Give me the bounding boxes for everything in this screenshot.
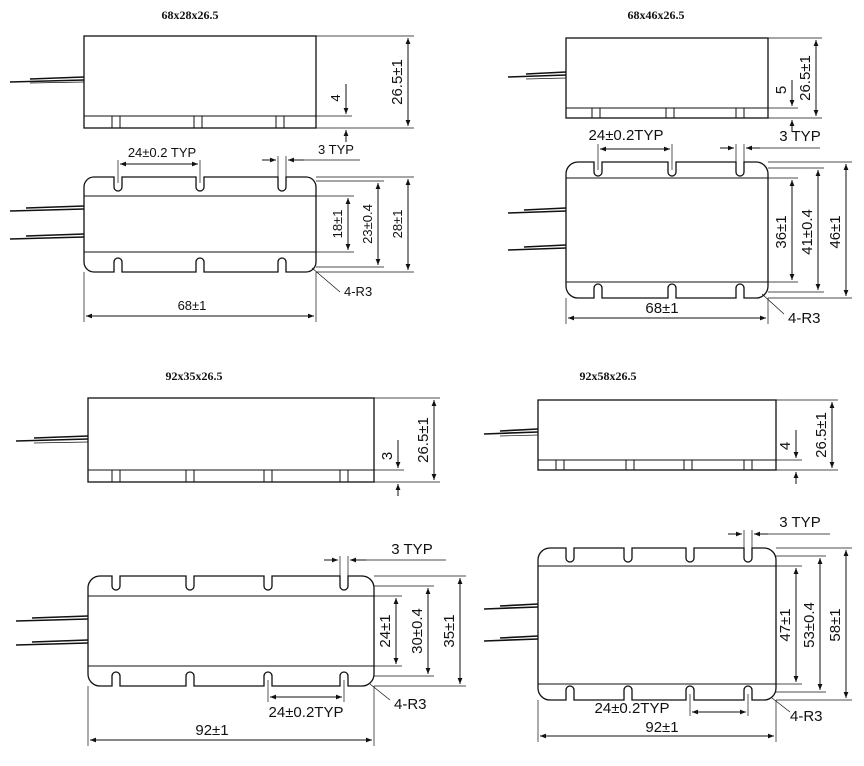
side-view-92x35: 26.5±1 3 bbox=[15, 397, 440, 496]
top-view-68x46: 24±0.2TYP 3 TYP 36±1 41±0.4 46±1 4-R3 bbox=[507, 127, 852, 327]
module-92x35: 92x35x26.5 26.5±1 3 bbox=[15, 369, 466, 746]
top-view-92x58: 3 TYP 47±1 53±0.4 58±1 24±0.2TYP 4-R3 92… bbox=[483, 514, 852, 742]
dim-slot: 3 TYP bbox=[779, 128, 820, 145]
module-body-top bbox=[87, 575, 375, 687]
dim-inner-1: 36±1 bbox=[773, 215, 790, 248]
module-body-side bbox=[87, 397, 375, 483]
wire-leads bbox=[507, 207, 567, 251]
dim-pitch: 24±0.2 TYP bbox=[128, 145, 196, 160]
wire-leads bbox=[483, 603, 539, 642]
dim-inner-1: 18±1 bbox=[330, 210, 345, 239]
top-view-92x35: 3 TYP 24±1 30±0.4 35±1 4-R3 24±0.2TYP 92… bbox=[15, 541, 466, 746]
dim-height: 26.5±1 bbox=[797, 55, 814, 101]
dim-foot: 3 bbox=[379, 452, 396, 460]
dim-inner-2: 53±0.4 bbox=[801, 602, 818, 648]
dim-foot: 5 bbox=[773, 86, 790, 94]
module-68x28: 68x28x26.5 26.5±1 4 bbox=[9, 8, 414, 322]
dim-slot: 3 TYP bbox=[318, 142, 354, 157]
module-body-top bbox=[537, 547, 777, 701]
wire-leads bbox=[15, 615, 89, 646]
wire-leads bbox=[15, 435, 89, 444]
dim-slot: 3 TYP bbox=[779, 514, 820, 531]
dim-radius: 4-R3 bbox=[394, 696, 427, 713]
dim-width: 58±1 bbox=[827, 608, 844, 641]
side-view-92x58: 26.5±1 4 bbox=[483, 399, 838, 484]
dim-radius: 4-R3 bbox=[344, 284, 372, 299]
top-view-68x28: 24±0.2 TYP 3 TYP 18±1 23±0.4 28±1 bbox=[9, 142, 414, 322]
module-body-side bbox=[565, 37, 769, 119]
module-body-top bbox=[565, 161, 769, 299]
dim-inner-2: 41±0.4 bbox=[799, 209, 816, 255]
dim-pitch: 24±0.2TYP bbox=[269, 704, 344, 721]
dim-length: 68±1 bbox=[645, 300, 678, 317]
module-body-top bbox=[83, 176, 317, 273]
dim-foot: 4 bbox=[328, 94, 343, 101]
title-92x35: 92x35x26.5 bbox=[166, 369, 223, 383]
dim-foot: 4 bbox=[777, 442, 794, 450]
wire-leads bbox=[9, 205, 85, 240]
dim-length: 92±1 bbox=[195, 722, 228, 739]
dim-width: 35±1 bbox=[441, 614, 458, 647]
dim-inner-2: 23±0.4 bbox=[360, 204, 375, 244]
module-body-side bbox=[83, 35, 317, 129]
dim-height: 26.5±1 bbox=[389, 59, 406, 105]
module-92x58: 92x58x26.5 26.5±1 4 bbox=[483, 369, 852, 742]
title-92x58: 92x58x26.5 bbox=[580, 369, 637, 383]
wire-leads bbox=[507, 71, 567, 80]
dim-slot: 3 TYP bbox=[391, 541, 432, 558]
dim-pitch: 24±0.2TYP bbox=[595, 700, 670, 717]
wire-leads bbox=[9, 76, 85, 84]
dim-inner-1: 47±1 bbox=[777, 608, 794, 641]
side-view-68x28: 26.5±1 4 bbox=[9, 35, 414, 142]
module-68x46: 68x46x26.5 26.5±1 5 bbox=[507, 8, 852, 327]
dim-height: 26.5±1 bbox=[813, 412, 830, 458]
dim-width: 28±1 bbox=[390, 210, 405, 239]
dim-length: 92±1 bbox=[645, 719, 678, 736]
module-body-side bbox=[537, 399, 777, 471]
title-68x28: 68x28x26.5 bbox=[162, 8, 219, 22]
dim-length: 68±1 bbox=[178, 298, 207, 313]
side-view-68x46: 26.5±1 5 bbox=[507, 37, 822, 132]
dim-width: 46±1 bbox=[827, 215, 844, 248]
dim-inner-1: 24±1 bbox=[377, 614, 394, 647]
wire-leads bbox=[483, 428, 539, 437]
dim-radius: 4-R3 bbox=[790, 708, 823, 725]
dim-pitch: 24±0.2TYP bbox=[589, 127, 664, 144]
dim-radius: 4-R3 bbox=[788, 310, 821, 327]
title-68x46: 68x46x26.5 bbox=[628, 8, 685, 22]
dim-inner-2: 30±0.4 bbox=[409, 608, 426, 654]
dim-height: 26.5±1 bbox=[415, 417, 432, 463]
